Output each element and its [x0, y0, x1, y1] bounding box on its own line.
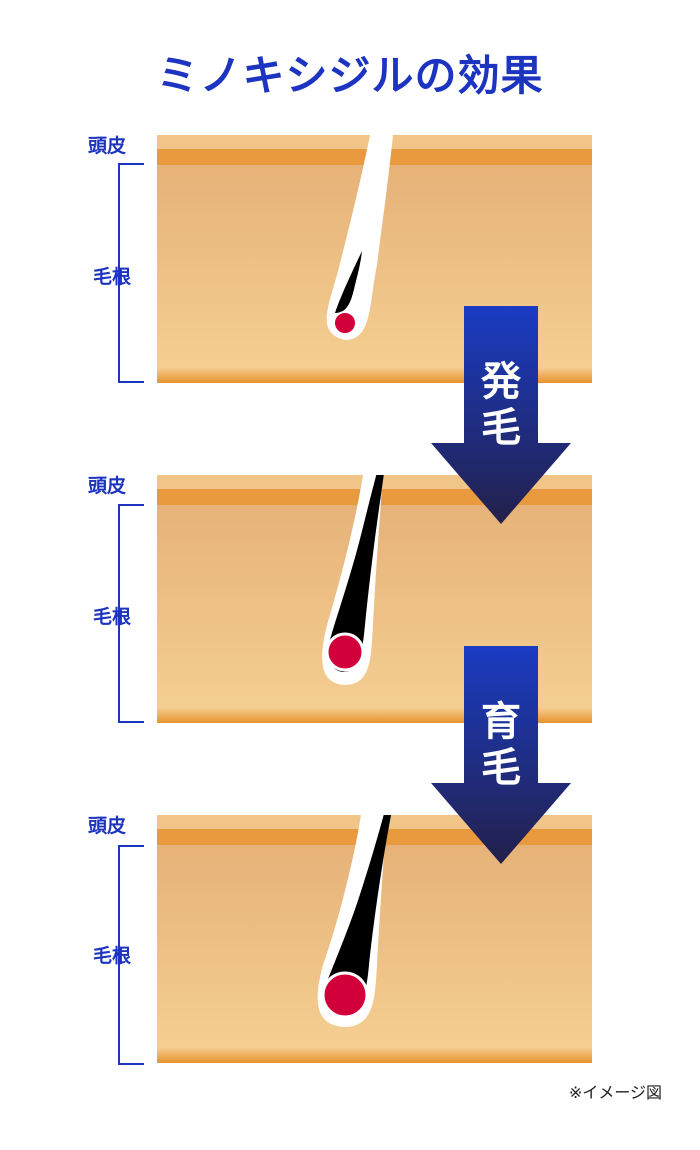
skin-cross-section-before — [157, 135, 592, 383]
arrow-label-2: 毛 — [481, 405, 521, 451]
hair-bulb — [321, 971, 369, 1019]
hair-bulb — [325, 632, 365, 672]
skin-cross-section-thickening — [157, 815, 592, 1063]
root-label: 毛根 — [93, 945, 132, 967]
hair-follicle-outline — [326, 135, 393, 340]
root-label: 毛根 — [93, 606, 132, 628]
hair-strand — [328, 475, 384, 672]
skin-cross-section-growth — [157, 475, 592, 723]
hair-strand — [324, 815, 392, 1013]
hair-strand — [335, 251, 362, 313]
image-note: ※イメージ図 — [568, 1083, 662, 1102]
page-title: ミノキシジルの効果 — [156, 51, 544, 100]
root-bracket — [118, 504, 144, 723]
hair-bulb — [333, 311, 357, 335]
arrow-label-1: 育 — [481, 699, 521, 745]
down-arrow-icon — [431, 306, 571, 524]
root-bracket — [118, 163, 144, 383]
arrow-hair-thickening: 育 毛 — [431, 646, 571, 864]
down-arrow-icon — [431, 646, 571, 864]
root-bracket — [118, 845, 144, 1065]
scalp-label: 頭皮 — [88, 815, 127, 837]
scalp-label: 頭皮 — [88, 475, 127, 497]
root-label: 毛根 — [93, 266, 132, 288]
arrow-label-1: 発 — [481, 359, 521, 405]
arrow-label-2: 毛 — [481, 745, 521, 791]
scalp-label: 頭皮 — [88, 135, 127, 157]
arrow-hair-growth: 発 毛 — [431, 306, 571, 524]
